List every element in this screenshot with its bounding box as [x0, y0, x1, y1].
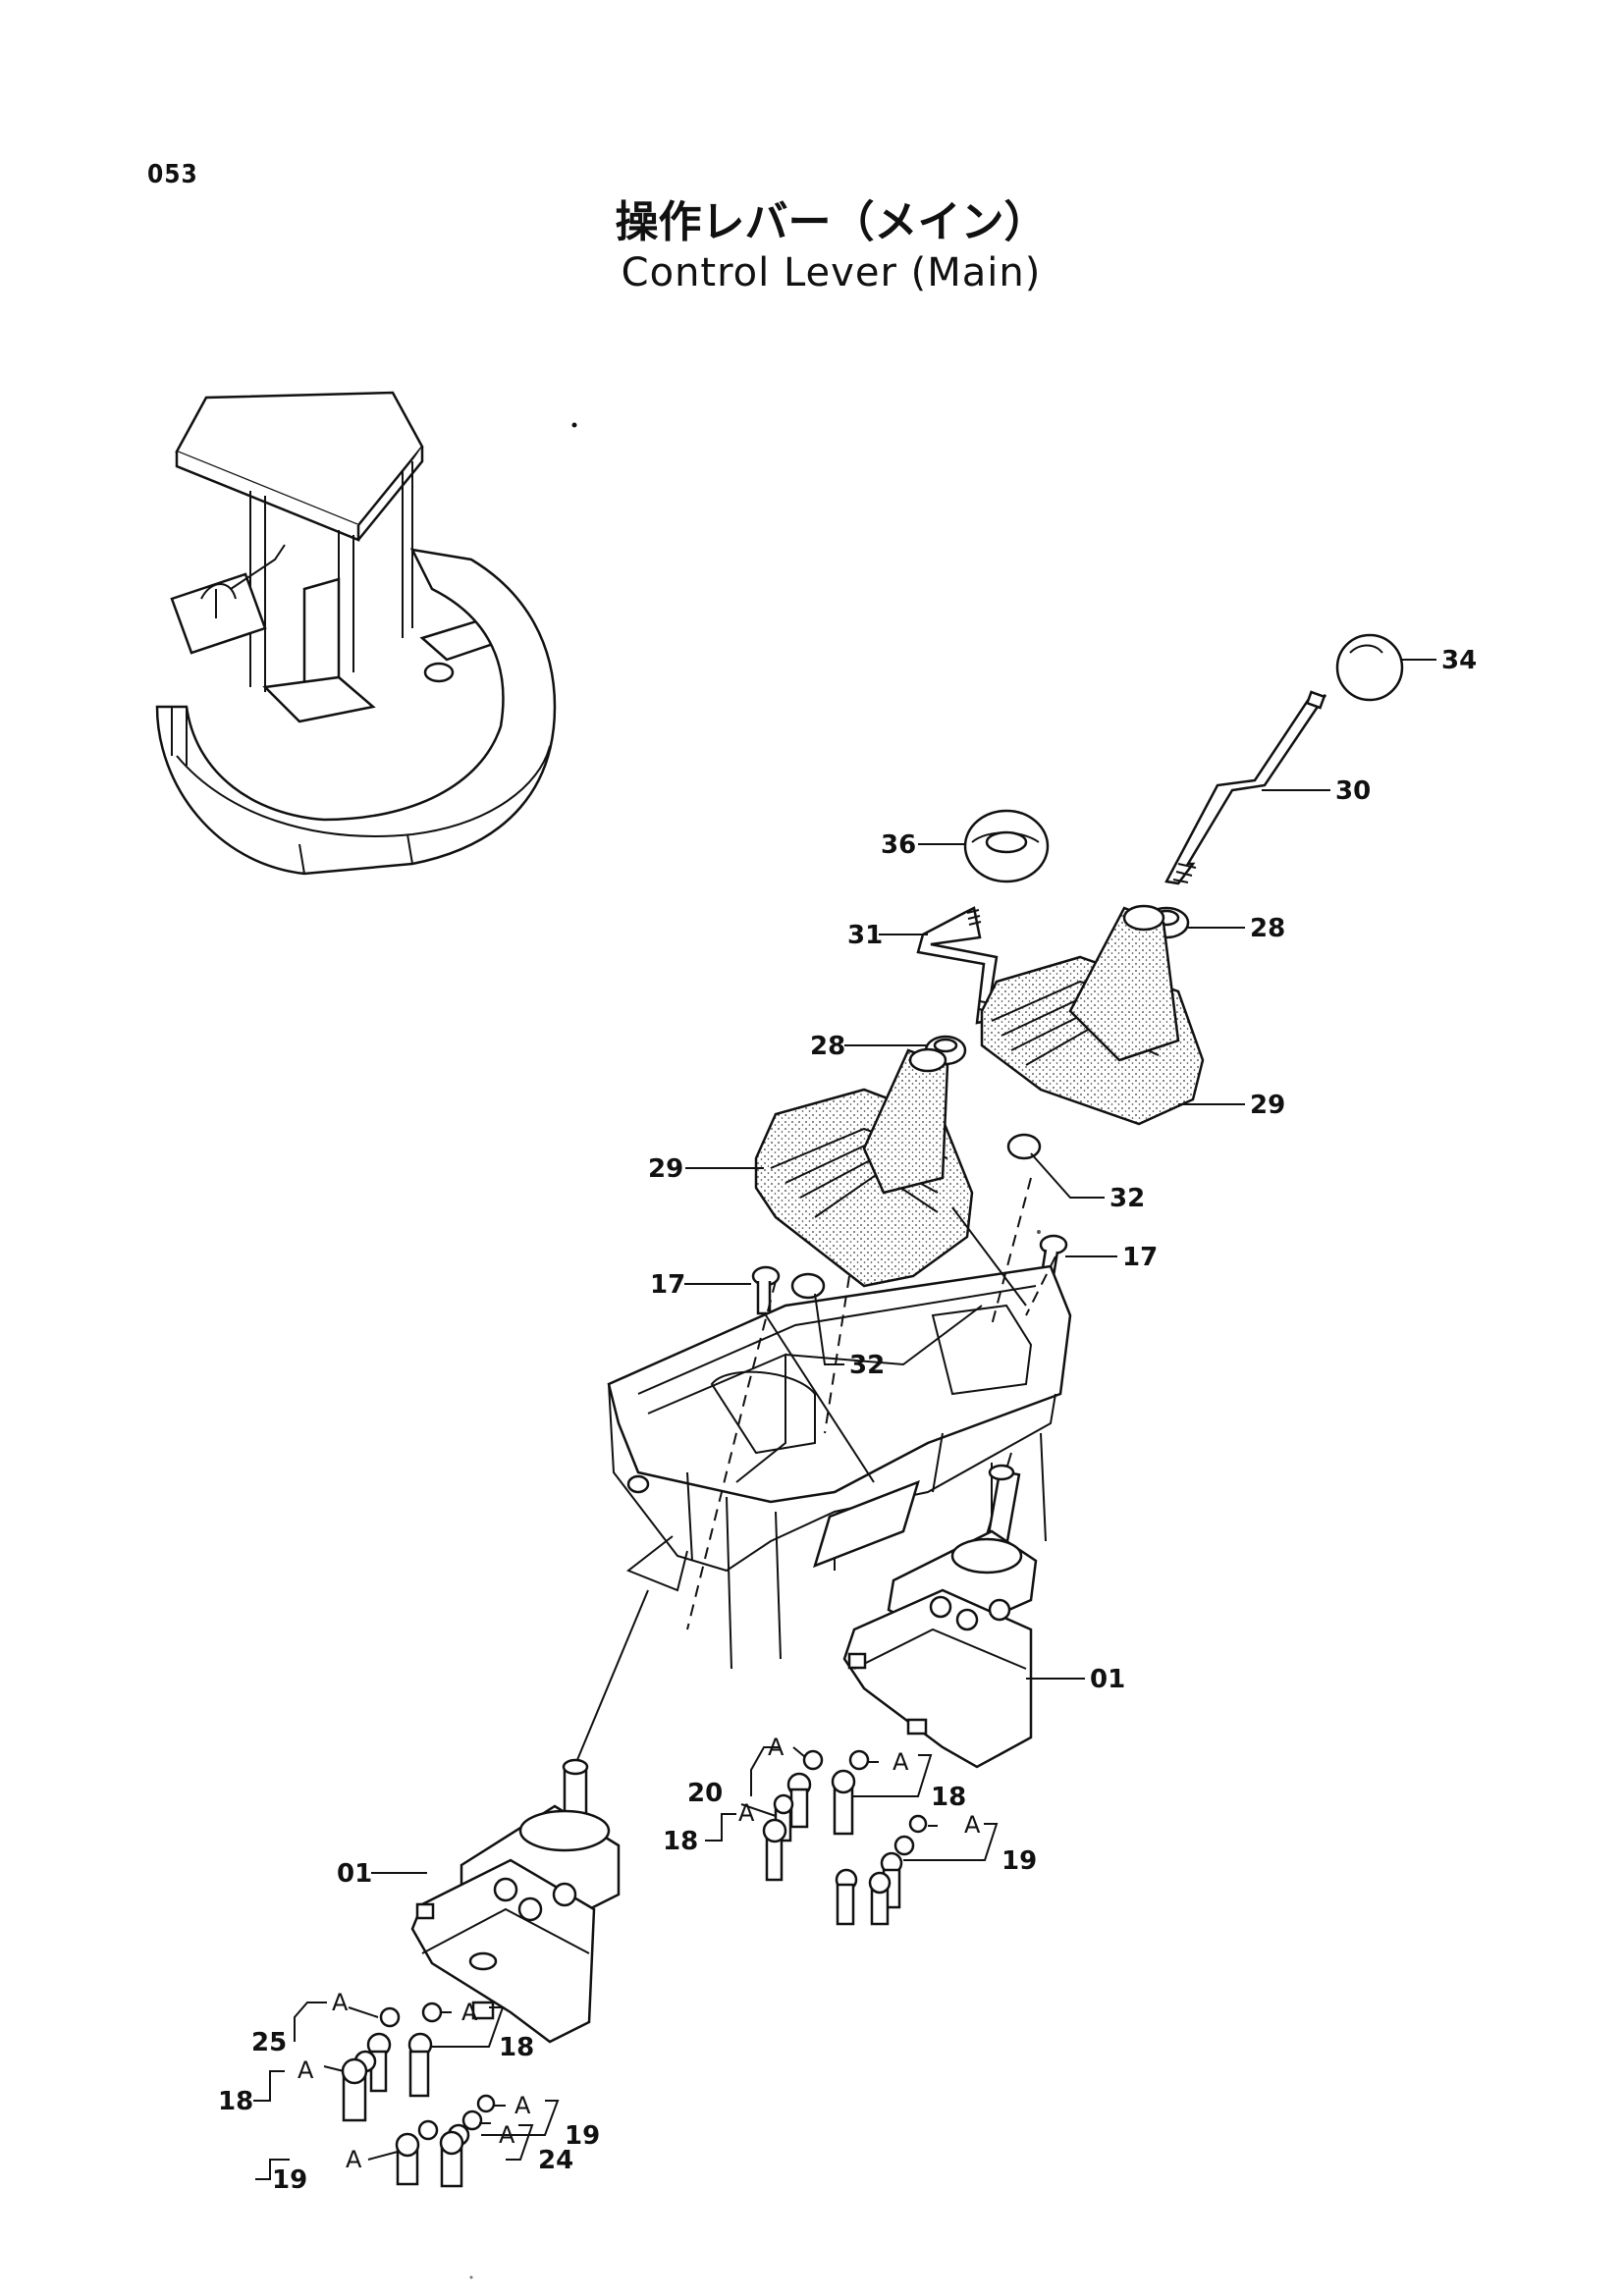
callout-28-left: 28 [810, 1032, 845, 1061]
a-marker: A [346, 2146, 362, 2173]
callout-25: 25 [251, 2028, 287, 2057]
a-brackets-left [253, 2002, 560, 2180]
a-marker: A [514, 2092, 531, 2119]
page-number: 053 [147, 160, 198, 189]
boot-29-right [980, 904, 1205, 1126]
callout-32-left: 32 [849, 1351, 885, 1380]
callout-17-right: 17 [1122, 1243, 1158, 1272]
callout-28-right: 28 [1250, 914, 1285, 943]
a-marker: A [893, 1748, 909, 1776]
callout-19-right: 19 [1001, 1846, 1037, 1876]
fittings-left-group [341, 2002, 496, 2188]
callout-24: 24 [538, 2146, 573, 2175]
bolt-17-left [751, 1265, 781, 1315]
a-marker: A [499, 2121, 515, 2149]
callout-18-left-b: 18 [218, 2087, 253, 2116]
cab-overview-illustration [155, 391, 557, 876]
callout-32-right: 32 [1109, 1184, 1145, 1213]
a-marker: A [768, 1734, 784, 1761]
callout-29-right: 29 [1250, 1091, 1285, 1120]
callout-labels: 34 30 36 31 28 28 29 29 32 32 17 17 01 0… [218, 646, 1477, 2195]
fittings-right-group [762, 1749, 928, 1926]
leader-lines [371, 659, 1436, 1874]
pilot-valve-01-right [842, 1464, 1038, 1769]
title-japanese: 操作レバー（メイン） [615, 197, 1048, 247]
a-marker: A [461, 1999, 478, 2026]
callout-34: 34 [1441, 646, 1477, 675]
callout-18-left-a: 18 [499, 2033, 534, 2062]
console-housing [607, 1264, 1072, 1670]
a-marker: A [964, 1811, 981, 1839]
callout-19-left-a: 19 [565, 2121, 600, 2151]
callout-01-left: 01 [337, 1859, 372, 1889]
a-brackets-right [705, 1746, 999, 1861]
a-marker: A [298, 2056, 314, 2084]
callout-31: 31 [847, 921, 883, 950]
title-english: Control Lever (Main) [621, 250, 1042, 295]
callout-36: 36 [881, 830, 916, 860]
callout-30: 30 [1335, 776, 1371, 806]
callout-19-left-b: 19 [272, 2165, 307, 2195]
callout-18-right-a: 18 [931, 1783, 966, 1812]
callout-20: 20 [687, 1779, 723, 1808]
knob-36 [963, 809, 1050, 883]
callout-17-left: 17 [650, 1270, 685, 1300]
a-marker: A [738, 1799, 755, 1827]
pilot-valve-01-left [410, 1758, 621, 2044]
boot-29-left [754, 1047, 974, 1288]
callout-01-right: 01 [1090, 1665, 1125, 1694]
lever-30-assembly [1164, 633, 1404, 885]
callout-18-right-b: 18 [663, 1827, 698, 1856]
callout-29-left: 29 [648, 1154, 683, 1184]
a-marker: A [332, 1989, 349, 2016]
nut-32-left [790, 1272, 826, 1300]
nut-32-right [1006, 1133, 1042, 1160]
